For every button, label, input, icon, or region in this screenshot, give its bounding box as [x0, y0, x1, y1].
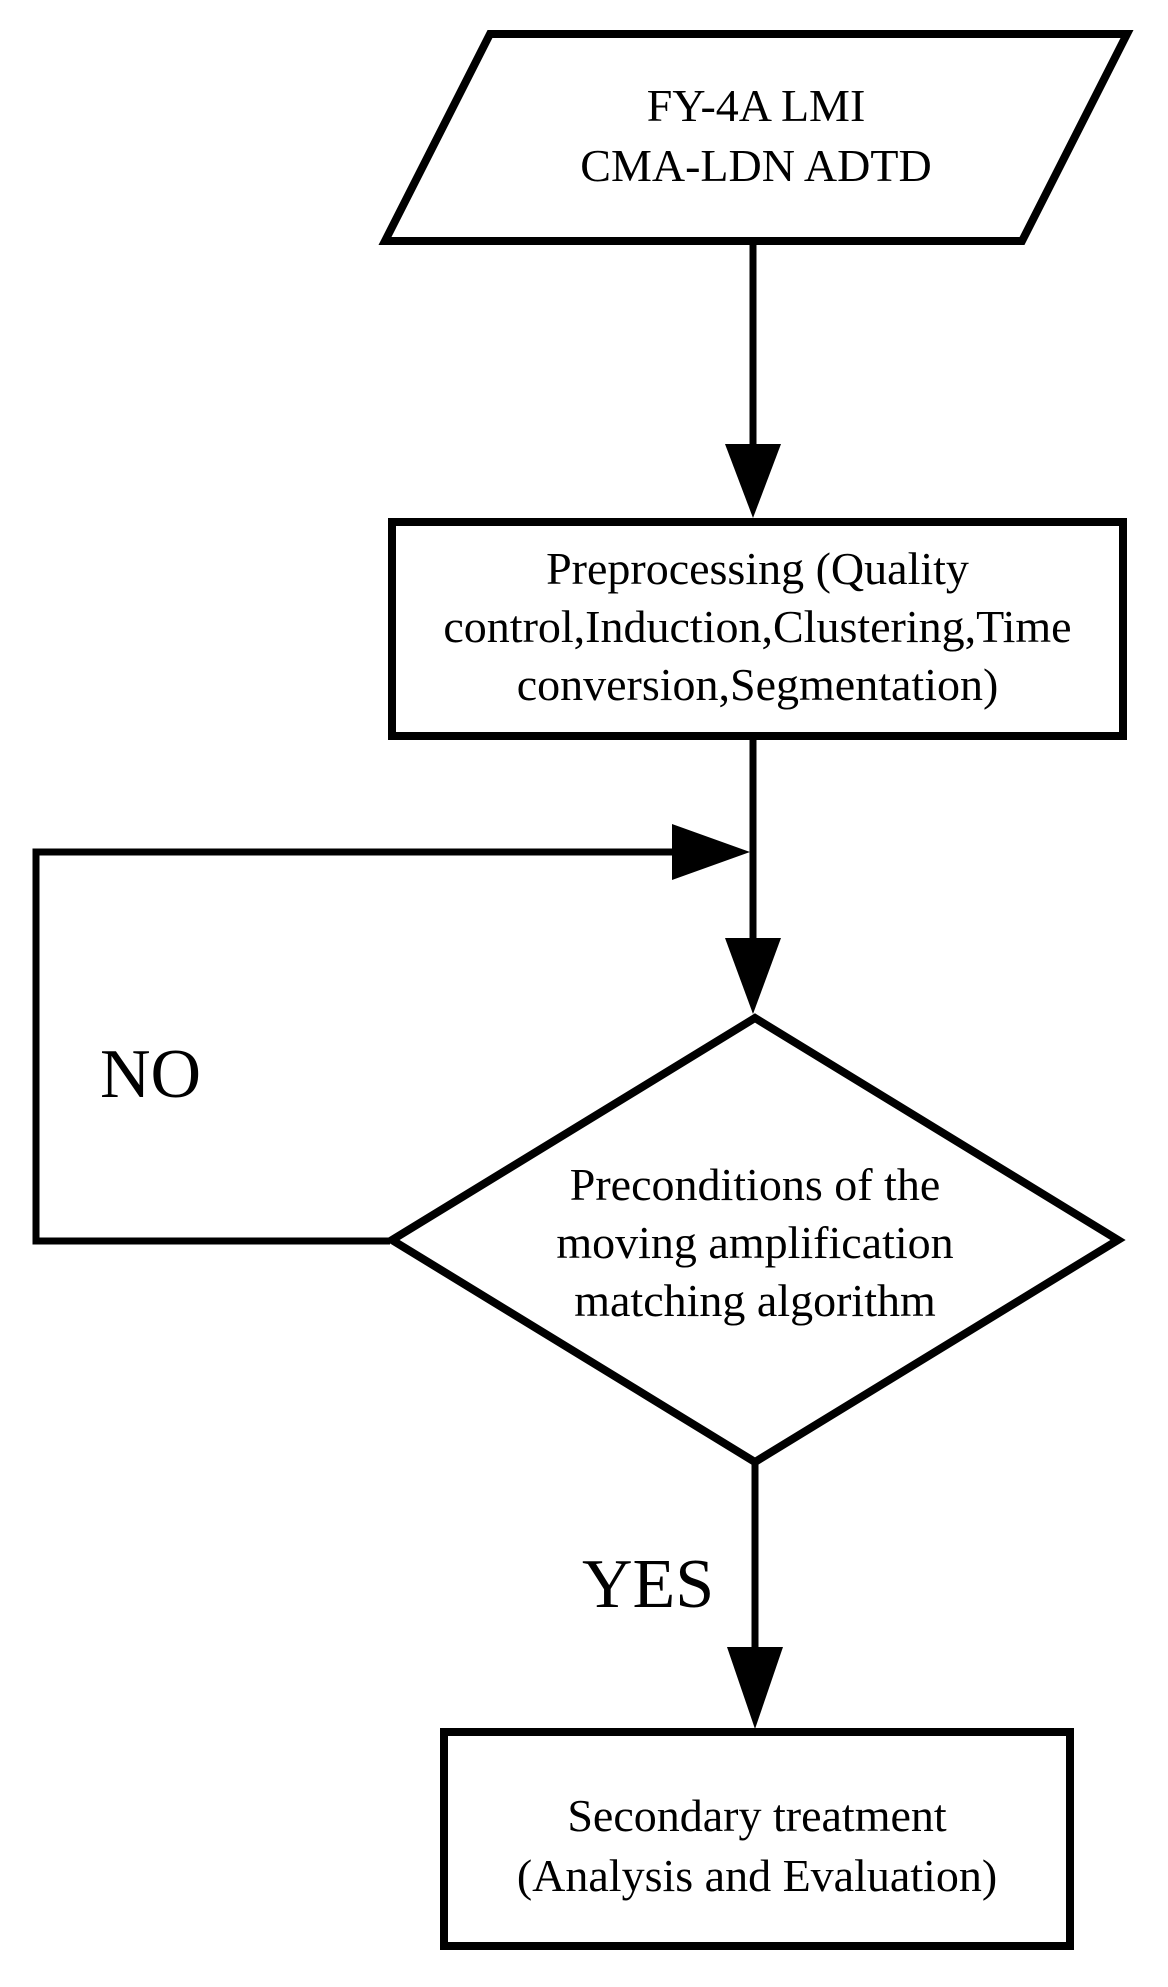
input-node-label: FY-4A LMI CMA-LDN ADTD: [385, 76, 1127, 196]
decision-node-line-2: moving amplification: [556, 1217, 954, 1268]
arrow-decision-to-secondary-head: [727, 1647, 783, 1729]
secondary-box: [440, 1728, 1074, 1950]
yes-edge-label: YES: [582, 1546, 715, 1623]
input-node-line-2: CMA-LDN ADTD: [580, 140, 932, 191]
no-loop-line: [32, 848, 680, 1245]
preprocessing-node-line-2: control,Induction,Clustering,Time: [443, 601, 1072, 652]
decision-diamond: [384, 1013, 1126, 1467]
no-loop-arrowhead: [672, 824, 750, 880]
decision-node-line-1: Preconditions of the: [569, 1159, 941, 1210]
no-edge-label: NO: [100, 1036, 202, 1113]
preprocessing-node-line-1: Preprocessing (Quality: [546, 543, 969, 594]
decision-node-line-3: matching algorithm: [574, 1275, 936, 1326]
decision-node-label: Preconditions of the moving amplificatio…: [392, 1156, 1118, 1330]
arrow-input-to-preprocessing-head: [725, 444, 781, 518]
input-node-line-1: FY-4A LMI: [646, 80, 866, 131]
secondary-node-line-1: Secondary treatment: [567, 1790, 947, 1841]
preprocessing-box: [388, 518, 1127, 740]
arrow-preprocessing-to-decision-head: [725, 938, 781, 1014]
secondary-node-label: Secondary treatment (Analysis and Evalua…: [440, 1786, 1074, 1906]
secondary-node-line-2: (Analysis and Evaluation): [516, 1850, 998, 1901]
preprocessing-node-line-3: conversion,Segmentation): [516, 659, 999, 710]
preprocessing-node-label: Preprocessing (Quality control,Induction…: [388, 540, 1127, 714]
input-parallelogram: [378, 30, 1134, 245]
